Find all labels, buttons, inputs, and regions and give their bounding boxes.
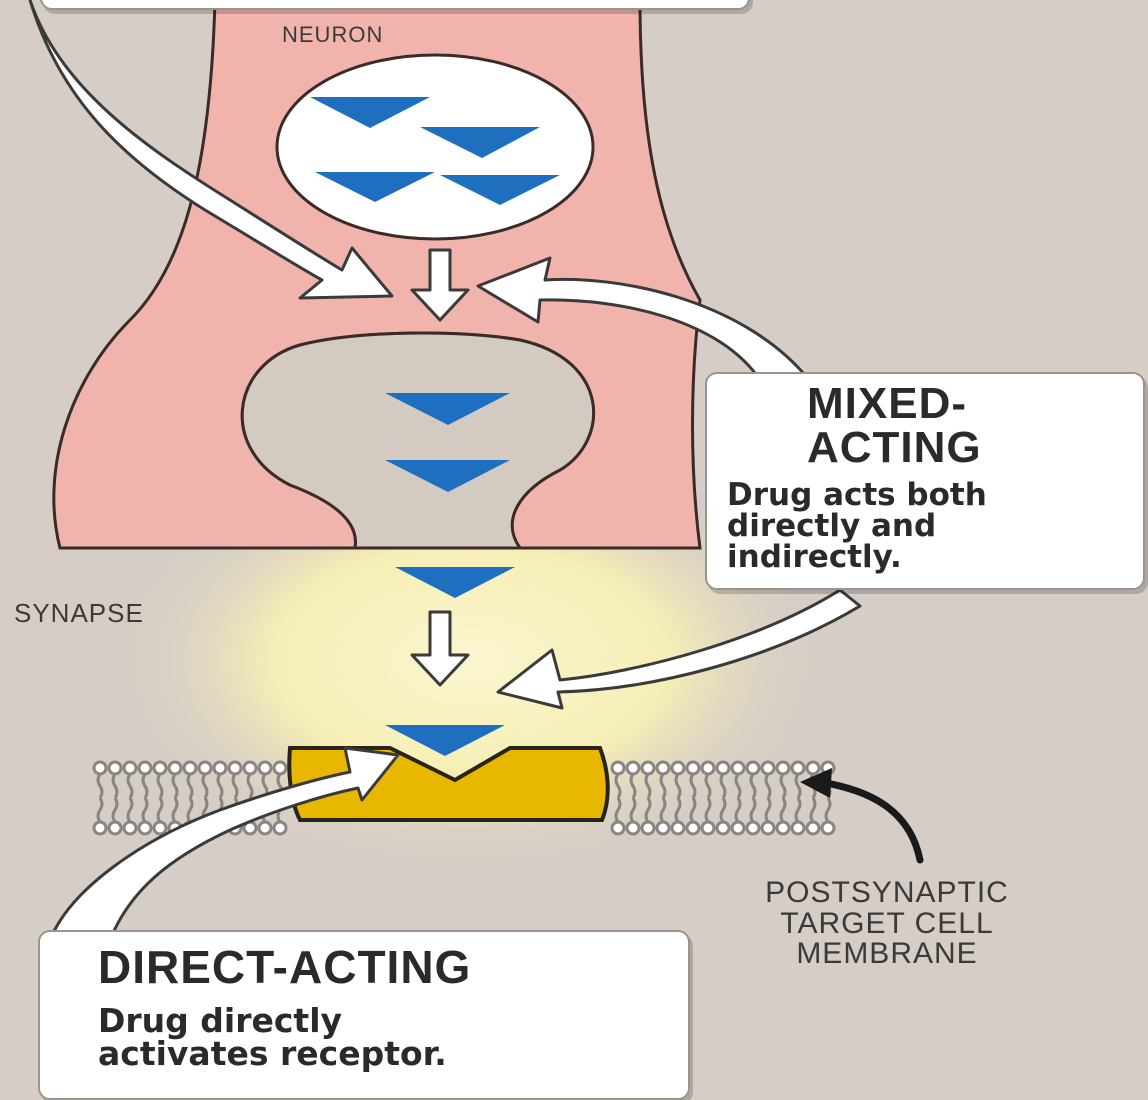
- lipid-head: [747, 762, 759, 774]
- lipid-head: [199, 762, 211, 774]
- lipid-head: [732, 762, 744, 774]
- lipid-tail: [143, 798, 147, 822]
- lipid-tail: [766, 798, 770, 822]
- lipid-tail: [188, 798, 192, 822]
- membrane-pointer-icon: [800, 768, 920, 860]
- mixed-acting-body-line: indirectly.: [727, 542, 1143, 573]
- lipid-tail: [781, 798, 785, 822]
- lipid-head: [777, 762, 789, 774]
- mixed-acting-title: MIXED- ACTING: [807, 382, 1143, 470]
- postsynaptic-line: MEMBRANE: [712, 939, 1062, 970]
- lipid-tail: [781, 774, 785, 798]
- lipid-tail: [128, 774, 132, 798]
- lipid-head: [274, 822, 286, 834]
- lipid-head: [259, 822, 271, 834]
- mixed-acting-body: Drug acts both directly and indirectly.: [727, 480, 1143, 573]
- lipid-head: [612, 762, 624, 774]
- lipid-head: [184, 762, 196, 774]
- lipid-head: [642, 822, 654, 834]
- lipid-head: [672, 822, 684, 834]
- lipid-head: [807, 822, 819, 834]
- lipid-head: [717, 762, 729, 774]
- lipid-head: [244, 762, 256, 774]
- direct-acting-body: Drug directly activates receptor.: [98, 1004, 688, 1070]
- mixed-acting-box: MIXED- ACTING Drug acts both directly an…: [705, 372, 1145, 590]
- lipid-head: [807, 762, 819, 774]
- lipid-head: [747, 822, 759, 834]
- lipid-tail: [796, 798, 800, 822]
- lipid-head: [702, 822, 714, 834]
- lipid-head: [139, 822, 151, 834]
- lipid-head: [762, 762, 774, 774]
- lipid-tail: [736, 798, 740, 822]
- direct-acting-body-line: Drug directly: [98, 1004, 688, 1037]
- lipid-head: [627, 762, 639, 774]
- lipid-head: [762, 822, 774, 834]
- synapse-label: SYNAPSE: [14, 598, 144, 629]
- lipid-tail: [98, 774, 102, 798]
- top-callout-box: [40, 0, 750, 10]
- mixed-acting-body-line: Drug acts both: [727, 480, 1143, 511]
- lipid-tail: [751, 798, 755, 822]
- mixed-acting-body-line: directly and: [727, 511, 1143, 542]
- lipid-head: [687, 762, 699, 774]
- lipid-head: [822, 822, 834, 834]
- lipid-head: [124, 822, 136, 834]
- lipid-head: [792, 762, 804, 774]
- lipid-tail: [128, 798, 132, 822]
- lipid-head: [672, 762, 684, 774]
- lipid-tail: [143, 774, 147, 798]
- lipid-head: [792, 822, 804, 834]
- mixed-acting-title-line: ACTING: [807, 426, 1143, 470]
- lipid-head: [732, 822, 744, 834]
- lipid-head: [627, 822, 639, 834]
- lipid-head: [139, 762, 151, 774]
- lipid-head: [657, 762, 669, 774]
- lipid-head: [94, 762, 106, 774]
- lipid-head: [169, 762, 181, 774]
- lipid-head: [717, 822, 729, 834]
- lipid-head: [109, 822, 121, 834]
- lipid-tail: [173, 798, 177, 822]
- lipid-head: [124, 762, 136, 774]
- lipid-tail: [158, 798, 162, 822]
- lipid-head: [109, 762, 121, 774]
- lipid-tail: [811, 798, 815, 822]
- direct-acting-body-line: activates receptor.: [98, 1037, 688, 1070]
- postsynaptic-label: POSTSYNAPTIC TARGET CELL MEMBRANE: [712, 878, 1062, 970]
- lipid-tail: [826, 798, 830, 822]
- lipid-head: [154, 822, 166, 834]
- lipid-head: [657, 822, 669, 834]
- synaptic-vesicle: [277, 55, 593, 239]
- lipid-head: [94, 822, 106, 834]
- neuron-label: NEURON: [282, 22, 383, 48]
- lipid-tail: [113, 798, 117, 822]
- postsynaptic-line: TARGET CELL: [712, 909, 1062, 940]
- mixed-acting-title-line: MIXED-: [807, 382, 1143, 426]
- lipid-head: [229, 762, 241, 774]
- lipid-head: [274, 762, 286, 774]
- lipid-head: [777, 822, 789, 834]
- lipid-head: [214, 762, 226, 774]
- lipid-tail: [98, 798, 102, 822]
- lipid-head: [642, 762, 654, 774]
- lipid-head: [612, 822, 624, 834]
- lipid-head: [687, 822, 699, 834]
- lipid-tail: [158, 774, 162, 798]
- lipid-tail: [796, 774, 800, 798]
- postsynaptic-line: POSTSYNAPTIC: [712, 878, 1062, 909]
- lipid-head: [702, 762, 714, 774]
- direct-acting-box: DIRECT-ACTING Drug directly activates re…: [38, 930, 690, 1100]
- lipid-head: [259, 762, 271, 774]
- direct-acting-title: DIRECT-ACTING: [98, 944, 688, 990]
- lipid-head: [154, 762, 166, 774]
- lipid-tail: [113, 774, 117, 798]
